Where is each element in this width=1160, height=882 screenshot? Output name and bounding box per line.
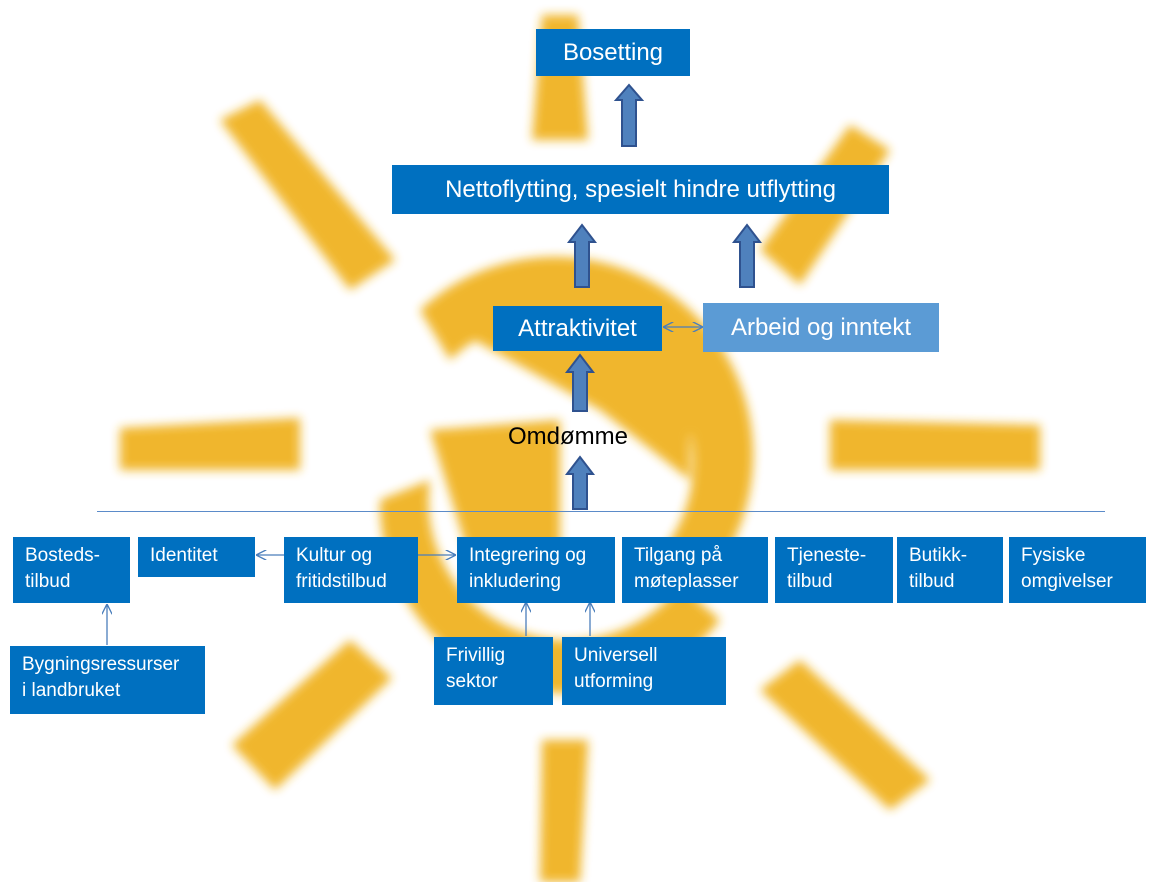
omdomme-label: Omdømme [508,423,628,450]
subfactor-frivillig-sektor: Frivillig sektor [434,637,553,705]
factor-label: Bosteds- tilbud [25,545,100,592]
sun-ray [232,640,392,790]
arbeid-og-inntekt-label: Arbeid og inntekt [730,313,912,341]
factor-kultur-og-fritidstilbud: Kultur og fritidstilbud [284,537,418,603]
factor-label: Kultur og fritidstilbud [296,545,387,592]
sun-ray [220,100,395,290]
subfactor-bygningsressurser: Bygningsressurser i landbruket [10,646,205,714]
factor-label: Tjeneste- tilbud [787,545,867,592]
sun-arrow [430,420,560,560]
divider-line [97,511,1105,512]
nettoflytting-box: Nettoflytting, spesielt hindre utflyttin… [392,165,889,214]
bosetting-box: Bosetting [536,29,690,76]
up-arrow-right-to-nettoflytting [731,223,763,288]
sun-ray [830,420,1040,470]
factor-fysiske-omgivelser: Fysiske omgivelser [1009,537,1146,603]
nettoflytting-label: Nettoflytting, spesielt hindre utflyttin… [445,175,836,203]
subfactor-universell-utforming: Universell utforming [562,637,726,705]
factor-tjenestetilbud: Tjeneste- tilbud [775,537,893,603]
sun-arrow [420,310,690,480]
subfactor-label: Universell utforming [574,645,658,692]
factor-identitet: Identitet [138,537,255,577]
up-arrow-to-omdomme [564,455,596,510]
factor-label: Tilgang på møteplasser [634,545,739,592]
up-arrow-to-bosetting [613,83,645,147]
factor-tilgang-pa-moteplasser: Tilgang på møteplasser [622,537,768,603]
attraktivitet-label: Attraktivitet [518,314,637,342]
bosetting-label: Bosetting [562,38,664,66]
arbeid-og-inntekt-box: Arbeid og inntekt [703,303,939,352]
factor-label: Integrering og inkludering [469,545,587,592]
factor-label: Butikk- tilbud [909,545,968,592]
up-arrow-left-to-nettoflytting [566,223,598,288]
factor-integrering-og-inkludering: Integrering og inkludering [457,537,615,603]
subfactor-label: Bygningsressurser i landbruket [22,654,180,701]
factor-bostedstilbud: Bosteds- tilbud [13,537,130,603]
factor-butikktilbud: Butikk- tilbud [897,537,1003,603]
factor-label: Fysiske omgivelser [1021,545,1113,592]
sun-ray [120,418,300,470]
subfactor-label: Frivillig sektor [446,645,506,692]
factor-label: Identitet [150,545,218,566]
sun-ray [540,740,588,882]
up-arrow-to-attraktivitet [564,353,596,412]
attraktivitet-box: Attraktivitet [493,306,662,351]
sun-ray [760,660,930,810]
